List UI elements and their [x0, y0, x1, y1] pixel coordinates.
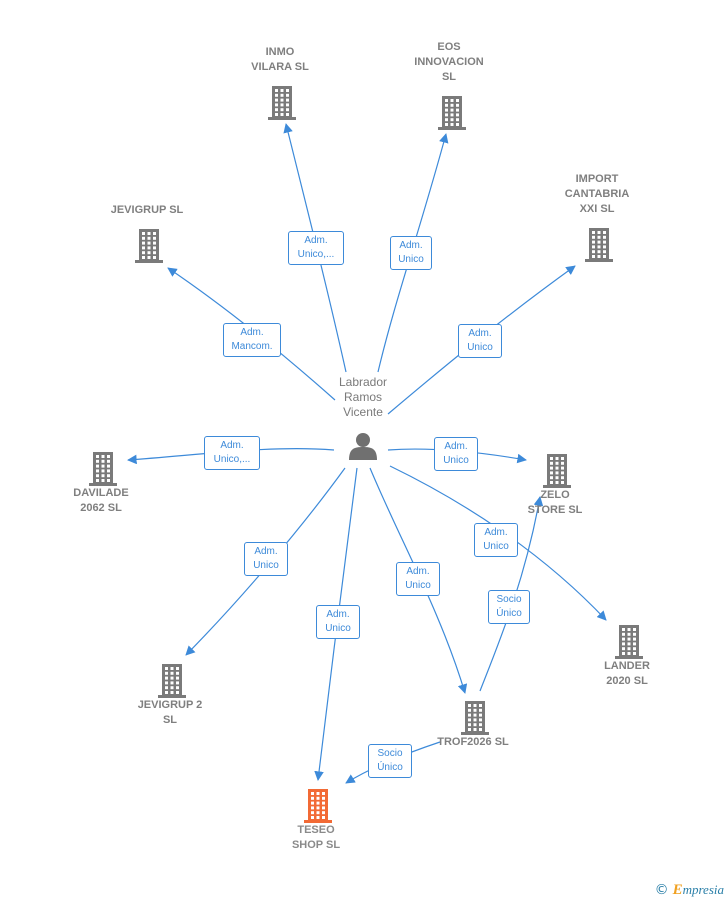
company-name-eos[interactable]: EOS INNOVACION SL	[414, 41, 484, 83]
building-icon-inmo[interactable]	[268, 86, 296, 120]
edge-label-person-inmo[interactable]: Adm. Unico,...	[288, 231, 344, 265]
building-icon-jevigrup[interactable]	[135, 229, 163, 263]
building-icon-import[interactable]	[585, 228, 613, 262]
company-name-davilade[interactable]: DAVILADE 2062 SL	[73, 487, 129, 514]
company-name-jevigrup[interactable]: JEVIGRUP SL	[110, 204, 184, 216]
company-name-import[interactable]: IMPORT CANTABRIA XXI SL	[564, 173, 630, 215]
person-name: Labrador Ramos Vicente	[338, 375, 388, 419]
building-icon-zelo[interactable]	[543, 454, 571, 488]
edge-label-person-jevigrup2[interactable]: Adm. Unico	[244, 542, 288, 576]
company-name-inmo[interactable]: INMO VILARA SL	[251, 46, 309, 73]
building-icon-eos[interactable]	[438, 96, 466, 130]
building-icon-lander[interactable]	[615, 625, 643, 659]
company-name-zelo[interactable]: ZELO STORE SL	[527, 489, 583, 516]
edge-label-person-teseo[interactable]: Adm. Unico	[316, 605, 360, 639]
building-icon-teseo[interactable]	[304, 789, 332, 823]
edge-label-person-import[interactable]: Adm. Unico	[458, 324, 502, 358]
company-name-lander[interactable]: LANDER 2020 SL	[604, 660, 650, 687]
empresia-watermark: ©Empresia	[655, 882, 724, 899]
person-icon[interactable]	[349, 433, 377, 460]
edge-label-person-davilade[interactable]: Adm. Unico,...	[204, 436, 260, 470]
edge-label-person-zelo[interactable]: Adm. Unico	[434, 437, 478, 471]
edge-label-person-lander[interactable]: Adm. Unico	[474, 523, 518, 557]
brand-text: mpresia	[682, 882, 724, 897]
edge-label-person-jevigrup[interactable]: Adm. Mancom.	[223, 323, 281, 357]
building-icon-trof[interactable]	[461, 701, 489, 735]
company-name-teseo[interactable]: TESEO SHOP SL	[291, 824, 341, 851]
edge-label-person-trof[interactable]: Adm. Unico	[396, 562, 440, 596]
edge-label-trof-teseo[interactable]: Socio Único	[368, 744, 412, 778]
company-name-trof[interactable]: TROF2026 SL	[437, 736, 509, 748]
edge-label-person-eos[interactable]: Adm. Unico	[390, 236, 432, 270]
copyright-symbol: ©	[654, 882, 669, 898]
brand-initial: E	[672, 882, 683, 898]
building-icon-jevigrup2[interactable]	[158, 664, 186, 698]
building-icon-davilade[interactable]	[89, 452, 117, 486]
edge-label-trof-zelo[interactable]: Socio Único	[488, 590, 530, 624]
company-name-jevigrup2[interactable]: JEVIGRUP 2 SL	[137, 699, 203, 726]
